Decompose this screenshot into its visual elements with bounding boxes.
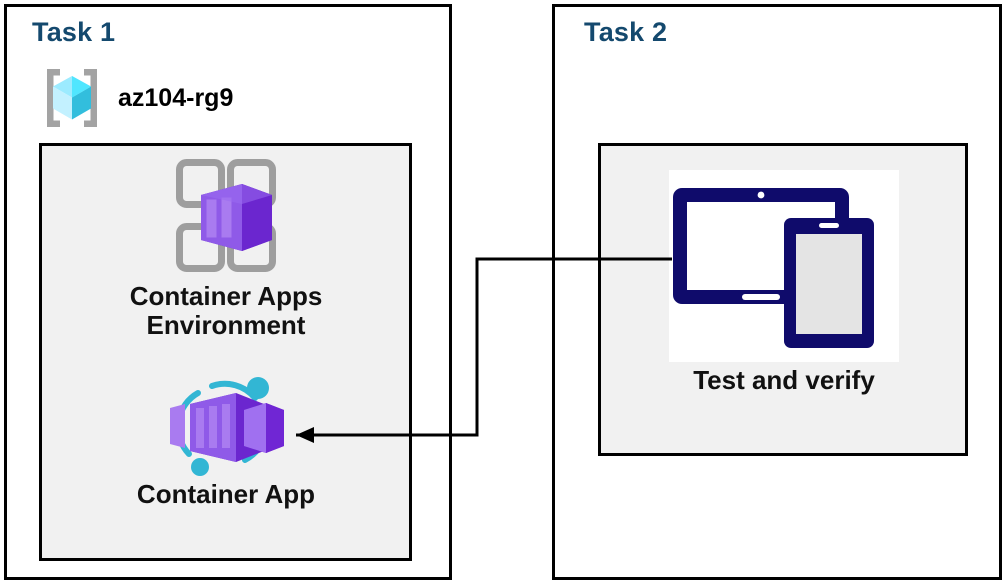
devices-test-icon [669,170,899,362]
resource-group-label: az104-rg9 [118,83,234,112]
node-container-app: Container App [66,372,386,509]
node-container-apps-environment: Container Apps Environment [66,156,386,340]
container-apps-environment-icon [165,156,287,278]
container-app-icon [160,372,292,476]
task-2-title: Task 2 [584,17,668,47]
node-test-and-verify: Test and verify [648,170,920,395]
task-1-title: Task 1 [32,17,116,47]
container-app-caption: Container App [136,479,316,509]
resource-group-icon [36,62,108,134]
resource-group-row: az104-rg9 [36,62,316,134]
test-and-verify-caption: Test and verify [693,365,875,395]
container-apps-environment-caption: Container Apps Environment [129,281,323,341]
